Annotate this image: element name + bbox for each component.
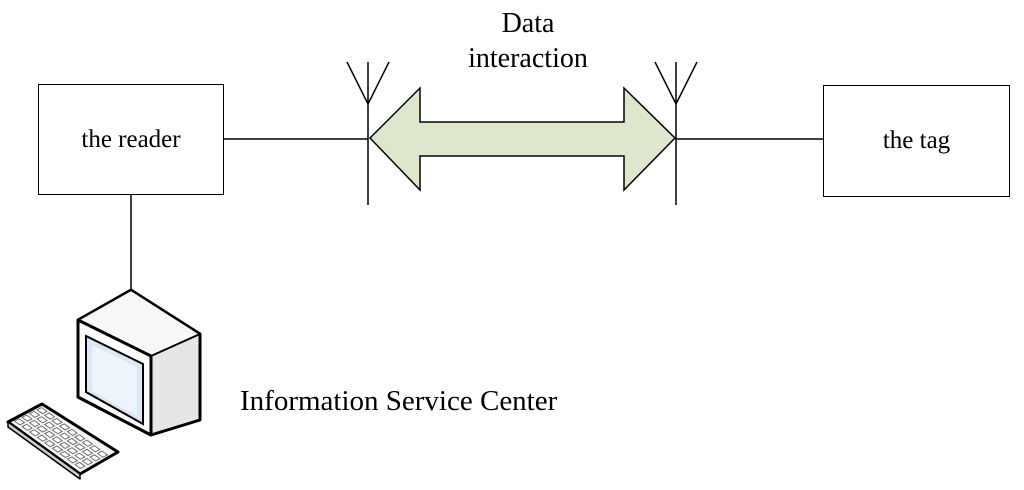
keyboard-key — [59, 451, 71, 458]
reader-box: the reader — [38, 84, 224, 195]
keyboard-key — [81, 458, 94, 466]
keyboard-key — [51, 445, 63, 453]
keyboard-key — [59, 441, 71, 449]
keyboard-key — [21, 423, 33, 431]
keyboard-key — [89, 454, 101, 462]
keyboard-key — [44, 430, 56, 438]
keyboard-key — [36, 407, 48, 415]
data-interaction-line-1: Data — [501, 8, 555, 39]
keyboard-key — [36, 416, 48, 424]
reader-antenna-icon — [346, 61, 390, 205]
tag-label: the tag — [882, 127, 951, 154]
information-service-center-label: Information Service Center — [240, 385, 558, 417]
keyboard-key — [66, 428, 78, 436]
keyboard-key — [96, 450, 109, 458]
keyboard-key — [74, 461, 86, 469]
keyboard-key — [51, 427, 63, 435]
keyboard-key — [59, 423, 71, 431]
keyboard-keys — [13, 407, 109, 469]
keyboard-key — [74, 434, 86, 442]
keyboard-key — [43, 421, 56, 429]
keyboard-key — [74, 452, 86, 460]
data-interaction-label: Data interaction — [420, 6, 636, 76]
screen-glare — [92, 345, 137, 416]
keyboard-key — [28, 429, 41, 437]
keyboard-key — [43, 412, 56, 420]
reader-label: the reader — [81, 125, 181, 153]
keyboard-key — [13, 418, 26, 426]
keyboard-key — [81, 448, 94, 456]
keyboard-key — [66, 456, 79, 464]
keyboard-key — [28, 420, 41, 428]
keyboard-edge — [7, 421, 81, 480]
keyboard-key — [89, 445, 101, 453]
keyboard-key — [44, 440, 56, 448]
keyboard-key — [59, 432, 71, 440]
data-interaction-double-arrow-icon — [368, 86, 677, 192]
keyboard-key — [21, 414, 33, 422]
computer-icon — [6, 288, 202, 480]
keyboard-key — [81, 439, 94, 447]
tag-box: the tag — [823, 85, 1010, 197]
keyboard-key — [51, 418, 63, 425]
keyboard-key — [66, 438, 78, 446]
tag-antenna-icon — [654, 61, 698, 205]
keyboard-key — [36, 434, 48, 442]
keyboard-key — [51, 436, 63, 444]
data-interaction-line-2: interaction — [468, 43, 588, 74]
keyboard-key — [66, 447, 79, 455]
keyboard-key — [74, 443, 86, 451]
keyboard-key — [28, 410, 41, 418]
keyboard-key — [36, 425, 48, 433]
